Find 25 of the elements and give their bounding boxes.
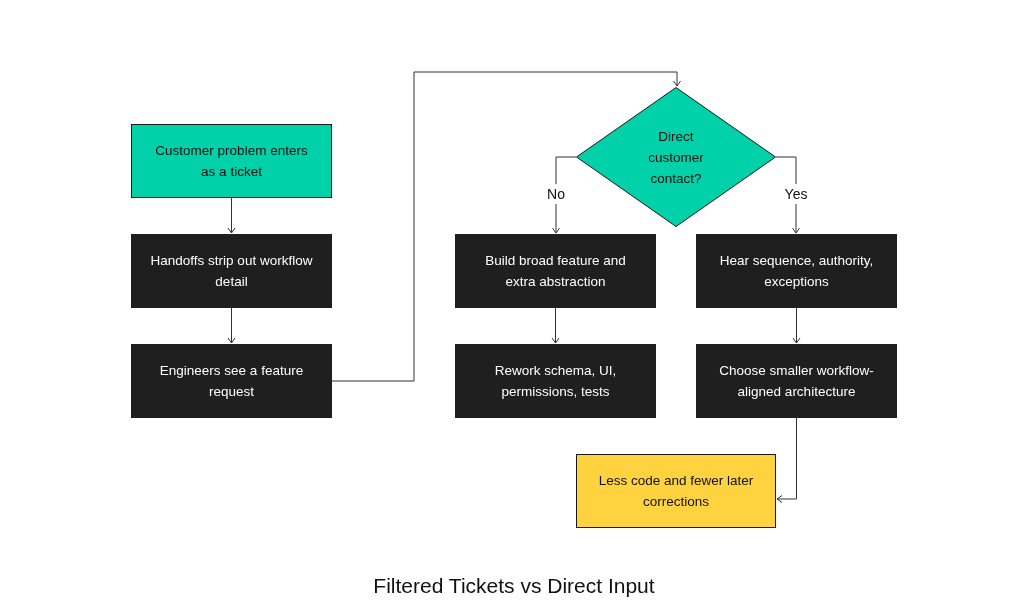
- process-box: [455, 344, 656, 418]
- process-box: [696, 344, 897, 418]
- decision-diamond: [576, 87, 776, 227]
- result-box: [576, 454, 776, 528]
- node-text: Direct customer contact?: [647, 127, 705, 188]
- node-text: Hear sequence, authority, exceptions: [718, 252, 875, 291]
- arrow: [776, 417, 797, 503]
- arrow: [331, 71, 681, 382]
- arrow: [227, 197, 236, 234]
- node-text: Choose smaller workflow-aligned architecture: [718, 362, 875, 401]
- node-text: Engineers see a feature request: [158, 362, 305, 401]
- node-text: Customer problem enters as a ticket: [154, 142, 309, 181]
- process-box: [131, 124, 332, 198]
- node-text: Rework schema, UI, permissions, tests: [493, 362, 618, 401]
- node-text: Handoffs strip out workflow detail: [149, 252, 314, 291]
- node-text: Less code and fewer later corrections: [597, 472, 755, 511]
- arrow: [227, 307, 236, 344]
- process-box: [131, 344, 332, 418]
- node-text: Build broad feature and extra abstraction: [484, 252, 627, 291]
- diagram-title: Filtered Tickets vs Direct Input: [372, 573, 656, 599]
- arrow: [792, 307, 801, 344]
- process-box: [131, 234, 332, 308]
- process-box: [455, 234, 656, 308]
- arrow: [551, 307, 560, 344]
- process-box: [696, 234, 897, 308]
